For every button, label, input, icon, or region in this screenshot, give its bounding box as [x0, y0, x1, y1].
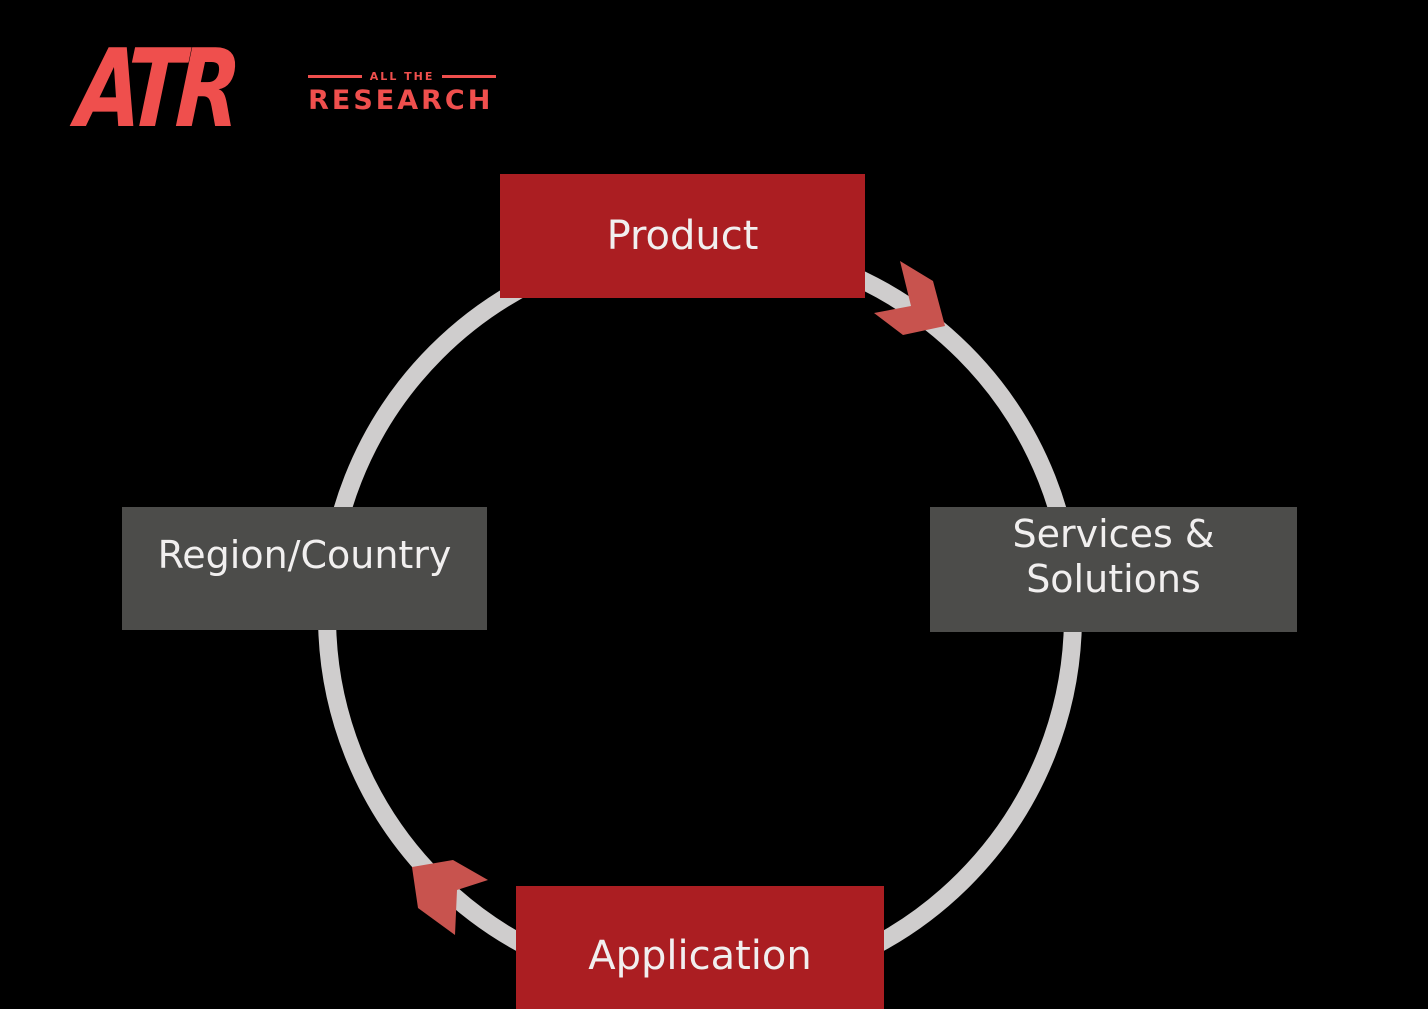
node-region-country: Region/Country [122, 507, 487, 630]
atr-logo-name: RESEARCH [308, 85, 494, 116]
node-services-solutions: Services & Solutions [930, 507, 1297, 632]
node-services-line1: Services & [1012, 512, 1215, 557]
atr-logo-tagline-row: ALL THE [308, 70, 497, 83]
node-product: Product [500, 174, 865, 298]
node-application: Application [516, 886, 884, 1009]
clockwise-arrow-top-icon [874, 261, 945, 335]
atr-logo-tagline: ALL THE [369, 70, 435, 83]
node-region-country-label: Region/Country [157, 532, 452, 577]
clockwise-arrow-bottom-icon [412, 860, 488, 935]
node-services-solutions-label: Services & Solutions [1013, 512, 1215, 600]
atr-logo: ATR ALL THE RESEARCH [74, 27, 497, 152]
atr-logo-text: ALL THE RESEARCH [308, 70, 497, 116]
atr-logo-monogram: ATR [73, 27, 237, 152]
logo-rule-right [442, 75, 497, 78]
logo-rule-left [308, 75, 362, 78]
node-application-label: Application [588, 933, 812, 979]
node-product-label: Product [606, 213, 759, 259]
node-services-line2: Solutions [1026, 556, 1201, 601]
